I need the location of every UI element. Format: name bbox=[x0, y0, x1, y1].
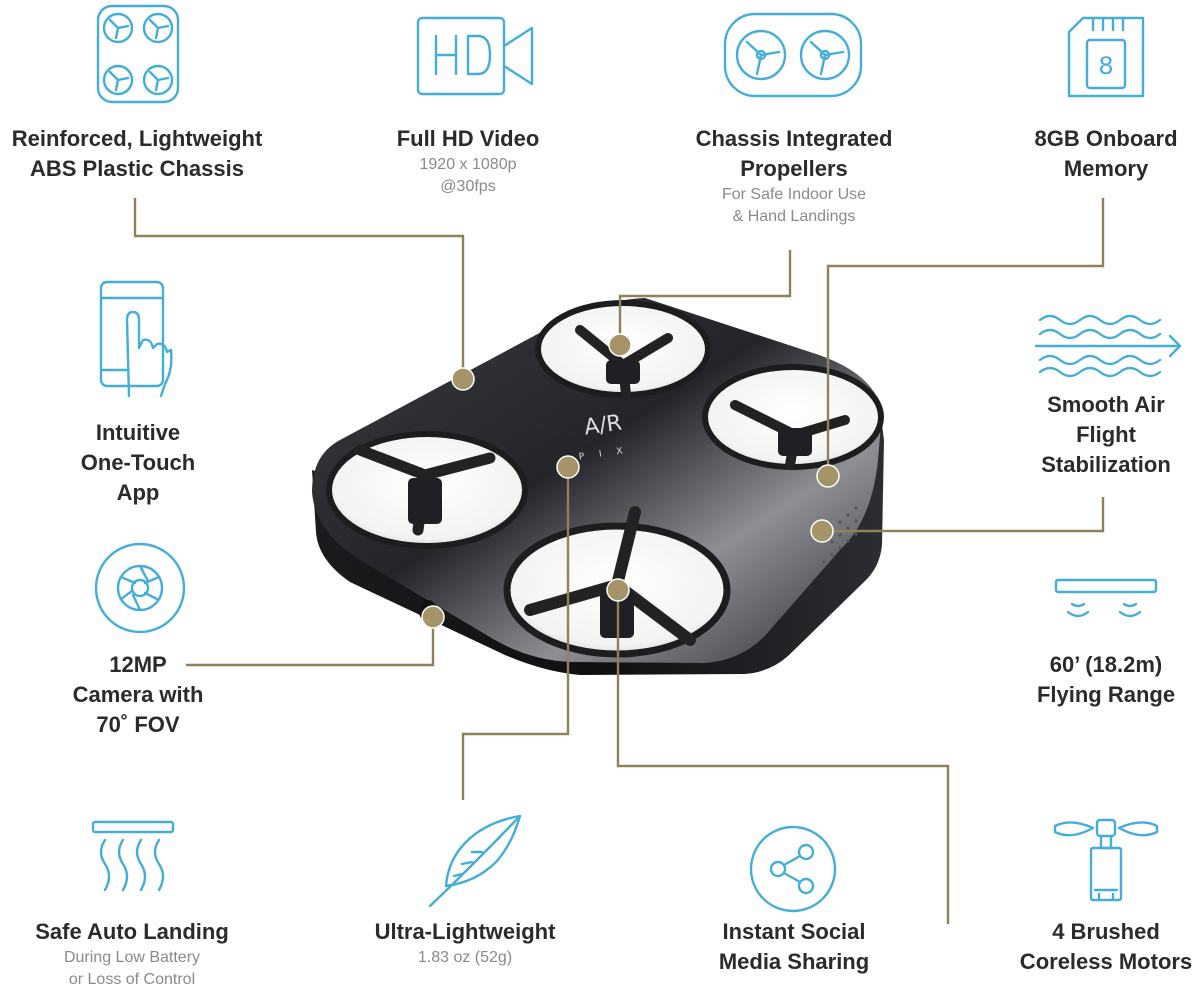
feature-title-line: Flying Range bbox=[1036, 682, 1176, 707]
feature-title-line: Full HD Video bbox=[396, 126, 540, 151]
leader-lines bbox=[133, 198, 1105, 924]
feature-app: Intuitive One-Touch App bbox=[81, 418, 195, 508]
feature-title-line: ABS Plastic Chassis bbox=[30, 156, 244, 181]
feather-icon bbox=[428, 814, 522, 908]
brushed-motor-icon bbox=[1053, 818, 1159, 902]
feature-title-line: 8GB Onboard bbox=[1034, 126, 1178, 151]
feature-title-line: Propellers bbox=[740, 156, 848, 181]
feature-stabilization: Smooth Air Flight Stabilization bbox=[1041, 390, 1171, 480]
air-waves-icon bbox=[1034, 314, 1182, 378]
svg-text:8: 8 bbox=[1098, 52, 1113, 80]
propeller-duct-top bbox=[535, 300, 711, 400]
feature-subtitle-line: 1920 x 1080p bbox=[419, 156, 517, 173]
feature-title-line: Chassis Integrated bbox=[695, 126, 893, 151]
hd-video-camera-icon bbox=[416, 16, 534, 96]
feature-title-line: One-Touch bbox=[80, 450, 196, 475]
propeller-duct-left bbox=[326, 431, 528, 549]
feature-title-line: 70˚ FOV bbox=[96, 712, 180, 737]
feature-title-line: 4 Brushed bbox=[1052, 919, 1160, 944]
sd-card-icon: 8 bbox=[1067, 16, 1145, 98]
feature-title-line: App bbox=[116, 480, 160, 505]
feature-social: Instant Social Media Sharing bbox=[719, 917, 869, 977]
speaker-grille bbox=[822, 506, 858, 564]
feature-weight: Ultra-Lightweight 1.83 oz (52g) bbox=[375, 917, 556, 969]
feature-title-line: Safe Auto Landing bbox=[35, 919, 229, 944]
feature-hd-video: Full HD Video 1920 x 1080p @30fps bbox=[397, 124, 540, 198]
feature-title-line: Flight bbox=[1076, 422, 1136, 447]
feature-subtitle-line: For Safe Indoor Use bbox=[721, 186, 867, 203]
feature-title-line: Intuitive bbox=[95, 420, 181, 445]
feature-chassis: Reinforced, Lightweight ABS Plastic Chas… bbox=[12, 124, 263, 184]
feature-propellers: Chassis Integrated Propellers For Safe I… bbox=[696, 124, 893, 228]
feature-subtitle-line: 1.83 oz (52g) bbox=[417, 949, 513, 966]
callout-dots bbox=[421, 333, 840, 629]
feature-title-line: 60’ (18.2m) bbox=[1049, 652, 1163, 677]
feature-title-line: Ultra-Lightweight bbox=[374, 919, 556, 944]
feature-motors: 4 Brushed Coreless Motors bbox=[1020, 917, 1192, 977]
twin-propeller-guard-icon bbox=[723, 12, 863, 98]
feature-title-line: Camera with bbox=[72, 682, 204, 707]
four-propeller-frame-icon bbox=[96, 4, 180, 104]
descending-airflow-icon bbox=[91, 820, 175, 892]
feature-memory: 8GB Onboard Memory bbox=[1034, 124, 1177, 184]
feature-title-line: Stabilization bbox=[1041, 452, 1171, 477]
phone-touch-icon bbox=[99, 280, 173, 398]
feature-title-line: Reinforced, Lightweight bbox=[11, 126, 263, 151]
feature-camera: 12MP Camera with 70˚ FOV bbox=[73, 650, 204, 740]
feature-title-line: Smooth Air bbox=[1047, 392, 1165, 417]
feature-title-line: 12MP bbox=[109, 652, 167, 677]
feature-title-line: Media Sharing bbox=[718, 949, 870, 974]
feature-range: 60’ (18.2m) Flying Range bbox=[1037, 650, 1175, 710]
feature-title-line: Memory bbox=[1063, 156, 1149, 181]
camera-aperture-icon bbox=[94, 542, 186, 634]
propeller-duct-right bbox=[702, 364, 884, 470]
feature-title-line: Instant Social bbox=[722, 919, 866, 944]
feature-subtitle-line: During Low Battery bbox=[63, 949, 201, 966]
feature-subtitle-line: @30fps bbox=[440, 178, 496, 195]
feature-landing: Safe Auto Landing During Low Battery or … bbox=[35, 917, 229, 991]
svg-text:A/R: A/R bbox=[583, 411, 624, 441]
signal-range-icon bbox=[1054, 578, 1158, 618]
feature-title-line: Coreless Motors bbox=[1019, 949, 1193, 974]
feature-subtitle-line: & Hand Landings bbox=[732, 208, 856, 225]
feature-subtitle-line: or Loss of Control bbox=[68, 971, 196, 988]
share-icon bbox=[749, 825, 837, 913]
